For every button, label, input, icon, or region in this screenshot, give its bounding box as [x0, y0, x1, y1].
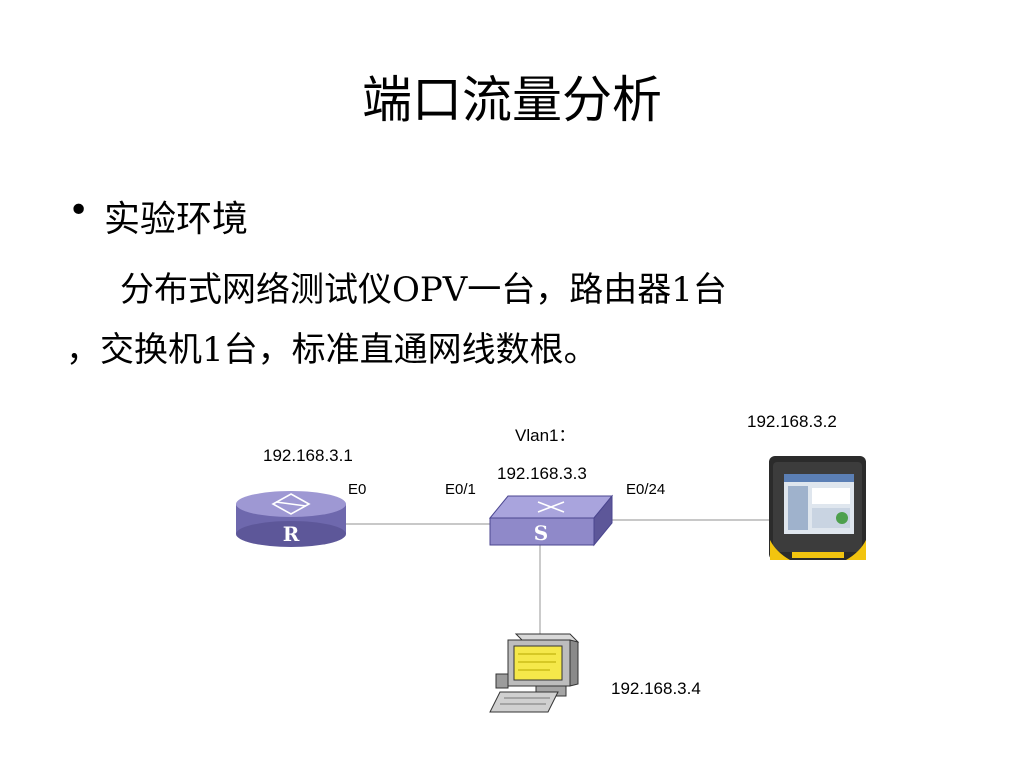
- bullet-heading: 实验环境: [104, 199, 249, 240]
- svg-text:S: S: [534, 521, 548, 545]
- tester-ip-label: 192.168.3.2: [747, 412, 837, 431]
- switch-port-e01-label: E0/1: [445, 481, 476, 498]
- pc-ip-label: 192.168.3.4: [611, 679, 701, 698]
- switch-icon: S: [488, 494, 614, 547]
- router-icon: R: [236, 491, 346, 547]
- body-line-2: ，交换机1台，标准直通网线数根。: [66, 330, 598, 370]
- page-title: 端口流量分析: [362, 71, 662, 129]
- router-ip-label: 192.168.3.1: [263, 446, 353, 465]
- bullet-dot: •: [68, 190, 90, 231]
- vlan-label: Vlan1：: [515, 426, 576, 445]
- opv-tester-icon: [769, 456, 866, 560]
- switch-ip-label: 192.168.3.3: [497, 464, 587, 483]
- pc-icon: [489, 633, 580, 713]
- svg-text:R: R: [283, 522, 300, 546]
- body-line-1: 分布式网络测试仪OPV一台，路由器1台: [120, 270, 727, 310]
- router-port-label: E0: [348, 481, 367, 498]
- switch-port-e024-label: E0/24: [626, 481, 666, 498]
